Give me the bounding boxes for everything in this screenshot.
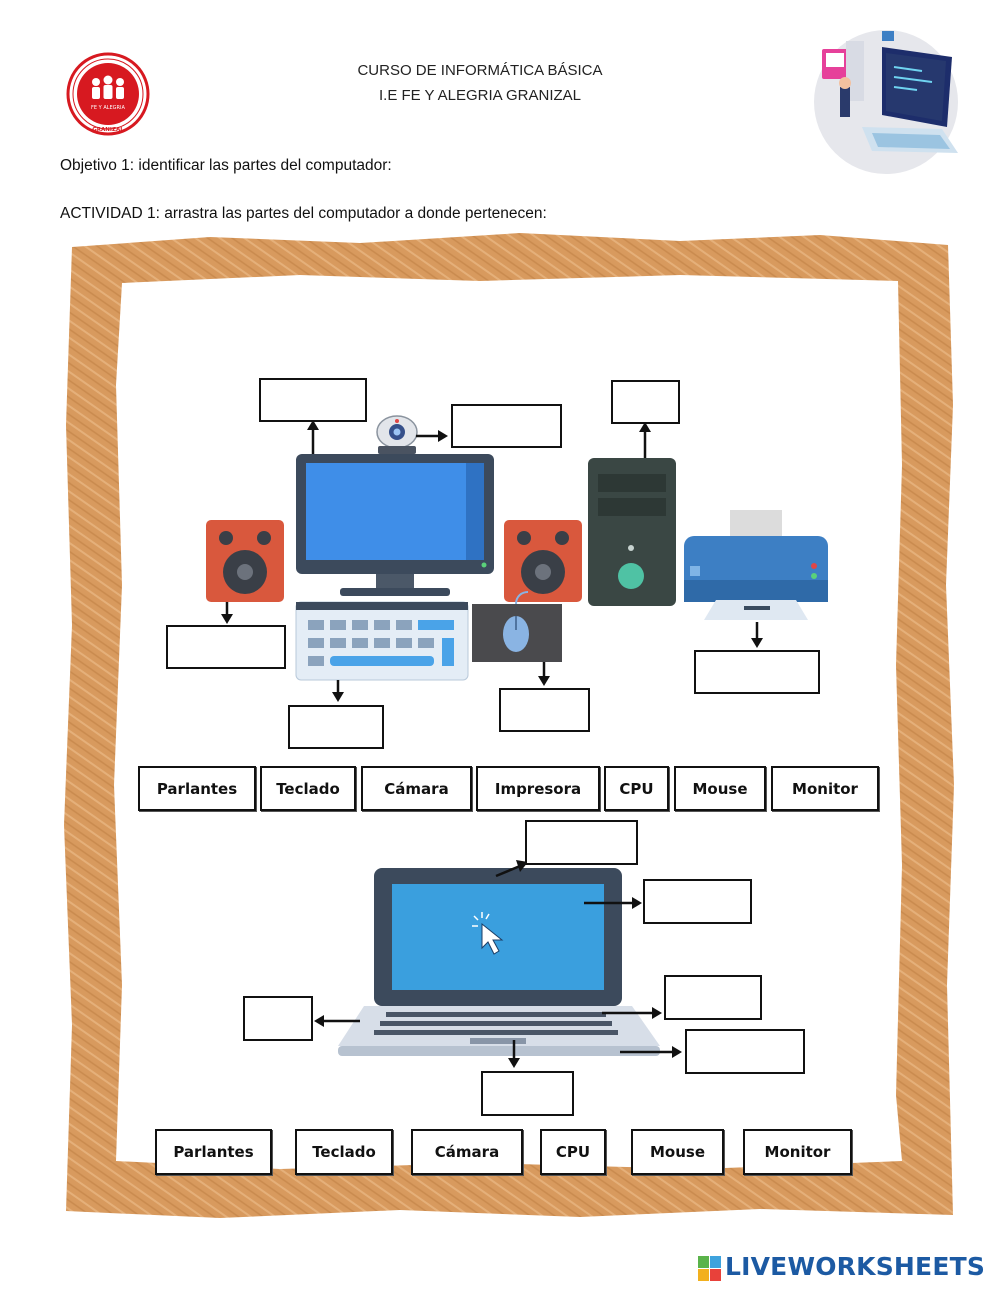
school-logo: FE Y ALEGRIA GRANIZAL [66, 52, 150, 136]
word-chip-cpu[interactable]: CPU [604, 766, 669, 811]
activity-instruction: ACTIVIDAD 1: arrastra las partes del com… [60, 205, 547, 222]
drop-box-laptop-screen[interactable] [643, 879, 752, 924]
drop-box-cpu[interactable] [611, 380, 680, 424]
word-chip-impresora[interactable]: Impresora [476, 766, 600, 811]
liveworksheets-logo-icon [698, 1256, 722, 1282]
laptop-word-chip-mouse[interactable]: Mouse [631, 1129, 724, 1175]
logo-bottom-text: GRANIZAL [92, 127, 124, 133]
laptop-word-chip-teclado[interactable]: Teclado [295, 1129, 393, 1175]
desktop-monitor-icon [296, 454, 494, 596]
drop-box-laptop-touchpad[interactable] [481, 1071, 574, 1116]
word-chip-parlantes[interactable]: Parlantes [138, 766, 256, 811]
laptop-word-chip-cpu[interactable]: CPU [540, 1129, 606, 1175]
webcam-icon [376, 415, 418, 454]
word-chip-mouse[interactable]: Mouse [674, 766, 766, 811]
liveworksheets-brand[interactable]: LIVEWORKSHEETS [725, 1252, 986, 1281]
drop-box-laptop-left[interactable] [243, 996, 313, 1041]
laptop-illustration [338, 868, 660, 1056]
laptop-word-chip-parlantes[interactable]: Parlantes [155, 1129, 272, 1175]
keyboard-icon [295, 601, 469, 681]
mouse-icon [472, 591, 562, 662]
left-speaker-icon [206, 520, 284, 602]
cursor-icon [472, 912, 504, 955]
drop-box-laptop-keyboard[interactable] [664, 975, 762, 1020]
objective-text: Objetivo 1: identificar las partes del c… [60, 157, 392, 174]
laptop-technician-illustration [814, 30, 958, 174]
drop-box-printer[interactable] [694, 650, 820, 694]
cpu-tower-icon [588, 458, 676, 606]
drop-box-laptop-base[interactable] [685, 1029, 805, 1074]
header-illustration [812, 27, 960, 177]
printer-icon [684, 510, 828, 620]
school-name: I.E FE Y ALEGRIA GRANIZAL [378, 87, 582, 104]
laptop-word-chip-camara[interactable]: Cámara [411, 1129, 523, 1175]
drop-box-webcam[interactable] [451, 404, 562, 448]
drop-box-laptop-camera[interactable] [525, 820, 638, 865]
word-chip-teclado[interactable]: Teclado [260, 766, 356, 811]
drop-box-speaker[interactable] [166, 625, 286, 669]
laptop-word-chip-monitor[interactable]: Monitor [743, 1129, 852, 1175]
school-seal-icon: FE Y ALEGRIA GRANIZAL [66, 52, 150, 136]
logo-inner-text: FE Y ALEGRIA [91, 105, 125, 111]
word-chip-camara[interactable]: Cámara [361, 766, 472, 811]
right-speaker-icon [504, 520, 582, 602]
word-chip-monitor[interactable]: Monitor [771, 766, 879, 811]
drop-box-mouse[interactable] [499, 688, 590, 732]
course-title: CURSO DE INFORMÁTICA BÁSICA [357, 62, 603, 79]
drop-box-keyboard[interactable] [288, 705, 384, 749]
drop-box-monitor[interactable] [259, 378, 367, 422]
